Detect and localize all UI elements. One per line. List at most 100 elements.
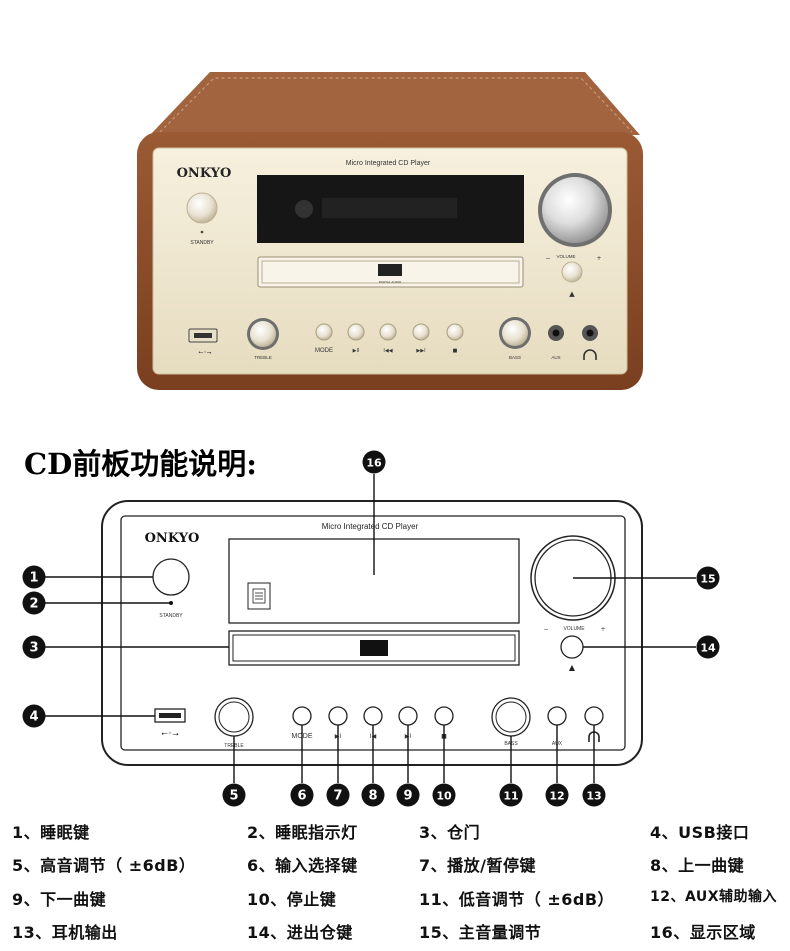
callout-circle — [290, 783, 314, 807]
legend-item: 14、进出仓键 — [247, 923, 353, 942]
legend-item: 2、睡眠指示灯 — [247, 823, 358, 842]
callout-circle — [22, 565, 46, 589]
callout-10: 10 — [432, 783, 456, 807]
callout-circle — [361, 783, 385, 807]
diagram-outer-frame — [101, 500, 643, 766]
callout-number: 13 — [586, 790, 601, 803]
photo-ir-sensor — [295, 200, 313, 218]
callout-circle — [22, 704, 46, 728]
callout-circle — [22, 591, 46, 615]
callout-14: 14 — [696, 635, 720, 659]
svg-text:⭠◦⭢: ⭠◦⭢ — [198, 349, 211, 356]
svg-text:▲: ▲ — [569, 663, 576, 672]
diagram-stop-button — [434, 706, 454, 726]
callout-number: 5 — [229, 789, 238, 804]
legend-item: 9、下一曲键 — [12, 890, 107, 909]
diagram-prev-button — [363, 706, 383, 726]
callout-circle — [326, 783, 350, 807]
diagram-model-title: Micro Integrated CD Player — [322, 522, 419, 531]
svg-text:■: ■ — [453, 348, 458, 354]
callout-number: 16 — [366, 457, 382, 470]
callout-2: 2 — [22, 591, 46, 615]
diagram-standby-label: STANDBY — [159, 613, 183, 619]
legend-item: 6、输入选择键 — [247, 856, 358, 875]
svg-text:BASS: BASS — [509, 355, 521, 360]
callout-9: 9 — [396, 783, 420, 807]
diagram-disc-tray — [228, 630, 520, 666]
callout-number: 11 — [503, 790, 518, 803]
diagram-usb-symbol: ⭠◦⭢ — [161, 729, 179, 738]
leather-top — [150, 72, 640, 135]
photo-standby-button — [186, 192, 218, 224]
callout-4: 4 — [22, 704, 46, 728]
callout-11: 11 — [499, 783, 523, 807]
photo-brand: ONKYO — [177, 166, 232, 181]
photo-prev-button — [379, 323, 397, 341]
photo-eject-button — [561, 261, 583, 283]
callout-7: 7 — [326, 783, 350, 807]
legend-item: 16、显示区域 — [650, 923, 756, 942]
callout-1: 1 — [22, 565, 46, 589]
diagram-disc-logo — [360, 640, 388, 656]
callout-circle — [545, 783, 569, 807]
svg-text:+: + — [596, 255, 601, 262]
photo-mode-button — [315, 323, 333, 341]
svg-text:−: − — [543, 626, 548, 633]
svg-text:I◀◀: I◀◀ — [383, 348, 392, 354]
photo-stop-button — [446, 323, 464, 341]
diagram-brand: ONKYO — [145, 531, 200, 546]
callout-13: 13 — [582, 783, 606, 807]
callout-circle — [696, 566, 720, 590]
callout-number: 6 — [297, 789, 306, 804]
svg-text:▲: ▲ — [569, 290, 575, 298]
photo-disc-logo — [378, 264, 402, 276]
callout-circle — [499, 783, 523, 807]
callout-8: 8 — [361, 783, 385, 807]
legend-item: 15、主音量调节 — [419, 923, 542, 942]
callout-number: 14 — [700, 642, 716, 655]
diagram-volume-label: VOLUME — [563, 626, 585, 632]
legend-item: 8、上一曲键 — [650, 856, 745, 875]
callout-circle — [696, 635, 720, 659]
svg-text:TREBLE: TREBLE — [254, 355, 272, 360]
diagram-inner-frame — [120, 515, 626, 751]
legend-item: 7、播放/暂停键 — [419, 856, 536, 875]
diagram-standby-button — [152, 558, 190, 596]
callout-number: 9 — [403, 789, 412, 804]
svg-text:−: − — [545, 255, 550, 262]
diagram-play-pause-button — [328, 706, 348, 726]
callout-number: 10 — [436, 790, 452, 803]
svg-text:▶▶I: ▶▶I — [416, 348, 425, 354]
diagram-headphone-jack — [584, 706, 604, 726]
legend-item: 1、睡眠键 — [12, 823, 90, 842]
svg-text:AUX: AUX — [551, 355, 560, 360]
section-heading: CD前板功能说明: — [24, 447, 257, 481]
photo-model-title: Micro Integrated CD Player — [346, 160, 431, 167]
callout-circle — [22, 635, 46, 659]
photo-standby-label: STANDBY — [190, 240, 214, 246]
callout-circle — [362, 450, 386, 474]
legend-item: 12、AUX辅助输入 — [650, 889, 778, 905]
svg-text:▶II: ▶II — [353, 348, 360, 354]
callout-number: 4 — [29, 710, 38, 725]
photo-play-pause-button — [347, 323, 365, 341]
legend-item: 13、耳机输出 — [12, 923, 118, 942]
callout-number: 8 — [368, 789, 377, 804]
svg-text:+: + — [600, 626, 605, 633]
svg-text:DIGITAL AUDIO: DIGITAL AUDIO — [379, 280, 402, 284]
svg-text:MODE: MODE — [315, 348, 333, 354]
callout-circle — [222, 783, 246, 807]
legend-item: 10、停止键 — [247, 890, 337, 909]
callout-3: 3 — [22, 635, 46, 659]
callout-number: 1 — [29, 571, 38, 586]
callout-6: 6 — [290, 783, 314, 807]
callout-16: 16 — [362, 450, 386, 474]
photo-headphone-icon — [583, 349, 597, 360]
photo-volume-label: VOLUME — [556, 254, 575, 259]
product-photo: ONKYO Micro Integrated CD Player STANDBY… — [137, 72, 643, 390]
diagram-eject-button — [560, 635, 584, 659]
function-legend: 1、睡眠键 2、睡眠指示灯 3、仓门 4、USB接口 5、高音调节（ ±6dB）… — [0, 812, 790, 951]
legend-item: 3、仓门 — [419, 823, 481, 842]
